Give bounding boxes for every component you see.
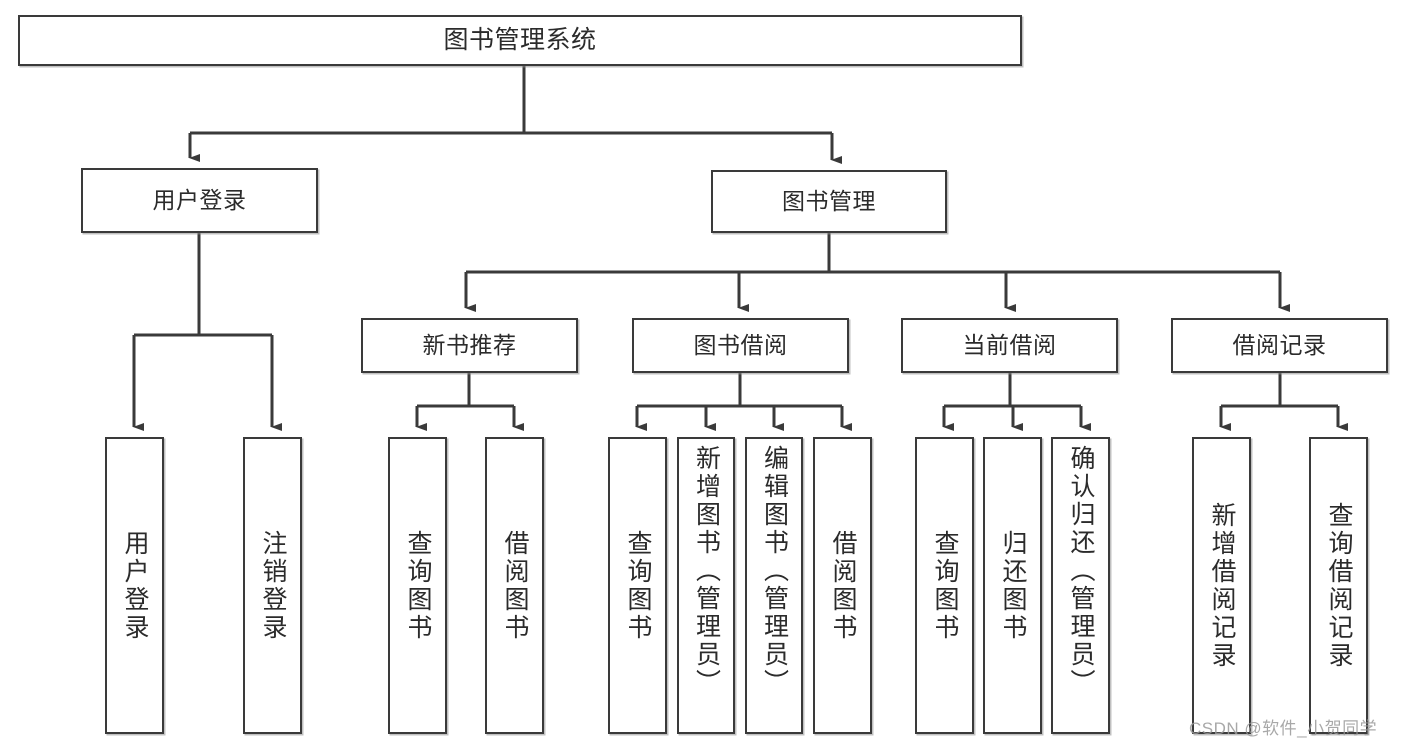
edges-records-to-leaves <box>1219 373 1348 431</box>
node-level3-3-label: 借阅记录 <box>1232 332 1327 359</box>
node-leaf-4[interactable]: 查询图书 <box>608 437 667 734</box>
edges-newbook-to-leaves <box>415 373 524 431</box>
node-leaf-10-label: 确认归还（管理员） <box>1067 445 1095 697</box>
node-leaf-2-label: 查询图书 <box>404 529 432 642</box>
node-leaf-3-label: 借阅图书 <box>501 529 529 642</box>
node-leaf-4-label: 查询图书 <box>624 529 652 642</box>
node-level3-1-label: 图书借阅 <box>693 332 788 359</box>
node-leaf-5-label: 新增图书（管理员） <box>692 445 721 697</box>
edges-root-to-level2 <box>188 66 842 164</box>
node-level3-2[interactable]: 当前借阅 <box>901 318 1118 373</box>
node-leaf-10[interactable]: 确认归还（管理员） <box>1051 437 1110 734</box>
node-leaf-6[interactable]: 编辑图书（管理员） <box>745 437 803 734</box>
node-leaf-9[interactable]: 归还图书 <box>983 437 1042 734</box>
node-level2-1-label: 图书管理 <box>782 188 876 215</box>
node-leaf-0-label: 用户登录 <box>121 529 149 642</box>
node-leaf-5[interactable]: 新增图书（管理员） <box>677 437 735 734</box>
node-leaf-8-label: 查询图书 <box>931 529 959 642</box>
node-leaf-2[interactable]: 查询图书 <box>388 437 447 734</box>
node-leaf-12-label: 查询借阅记录 <box>1325 501 1353 670</box>
edges-current-to-leaves <box>942 373 1091 431</box>
node-level2-0-label: 用户登录 <box>152 187 247 214</box>
node-level2-0[interactable]: 用户登录 <box>81 168 318 233</box>
node-leaf-8[interactable]: 查询图书 <box>915 437 974 734</box>
node-leaf-9-label: 归还图书 <box>999 529 1027 642</box>
node-leaf-1[interactable]: 注销登录 <box>243 437 302 734</box>
edges-borrow-to-leaves <box>635 373 852 431</box>
edges-bookmgmt-to-level3 <box>464 233 1290 312</box>
node-level2-1[interactable]: 图书管理 <box>711 170 947 233</box>
node-leaf-0[interactable]: 用户登录 <box>105 437 164 734</box>
node-leaf-11[interactable]: 新增借阅记录 <box>1192 437 1251 734</box>
node-leaf-1-label: 注销登录 <box>259 529 287 642</box>
node-root-system[interactable]: 图书管理系统 <box>18 15 1022 66</box>
node-leaf-11-label: 新增借阅记录 <box>1208 501 1236 670</box>
node-root-label: 图书管理系统 <box>443 26 597 54</box>
node-level3-0[interactable]: 新书推荐 <box>361 318 578 373</box>
node-leaf-7-label: 借阅图书 <box>829 529 857 642</box>
node-level3-0-label: 新书推荐 <box>422 332 517 359</box>
node-leaf-3[interactable]: 借阅图书 <box>485 437 544 734</box>
node-level3-3[interactable]: 借阅记录 <box>1171 318 1388 373</box>
node-level3-1[interactable]: 图书借阅 <box>632 318 849 373</box>
edges-userlogin-to-leaves <box>132 233 282 431</box>
node-leaf-12[interactable]: 查询借阅记录 <box>1309 437 1368 734</box>
node-leaf-6-label: 编辑图书（管理员） <box>760 445 789 697</box>
node-leaf-7[interactable]: 借阅图书 <box>813 437 872 734</box>
node-level3-2-label: 当前借阅 <box>962 332 1057 359</box>
